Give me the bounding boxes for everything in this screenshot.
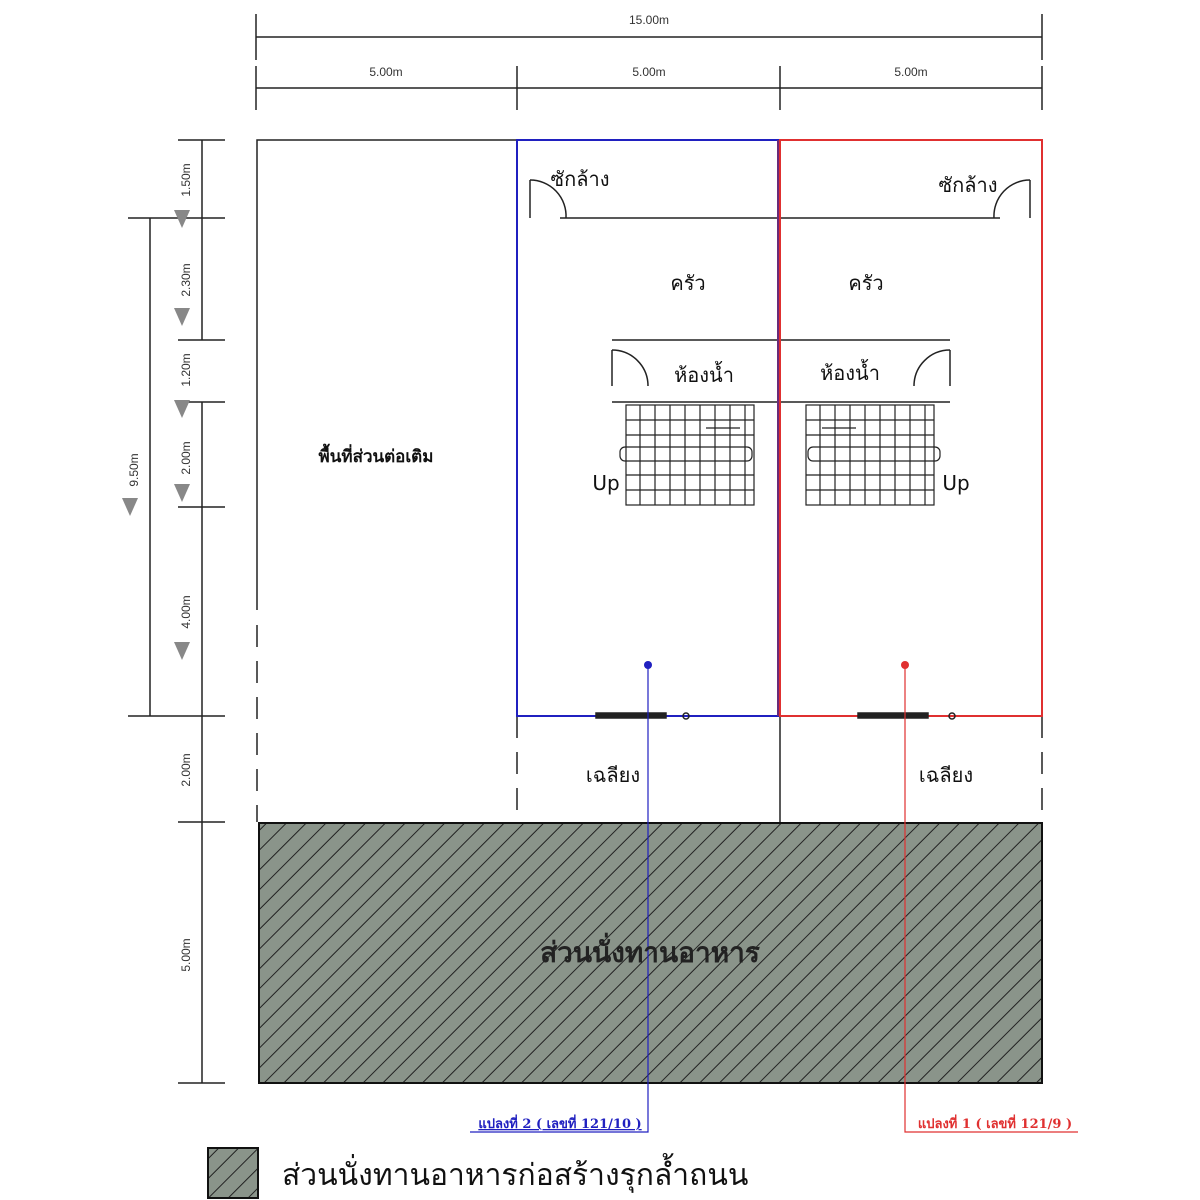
stairs-right-icon bbox=[805, 404, 941, 506]
kitchen-right-label: ครัว bbox=[848, 271, 883, 295]
dim-seg-4: 2.00m bbox=[179, 441, 193, 474]
kitchen-left-label: ครัว bbox=[670, 271, 705, 295]
legend-label: ส่วนนั่งทานอาหารก่อสร้างรุกล้ำถนน bbox=[282, 1153, 748, 1194]
dim-bay-1: 5.00m bbox=[369, 65, 402, 79]
laundry-right-label: ซักล้าง bbox=[939, 173, 998, 197]
dim-seg-1: 1.50m bbox=[179, 163, 193, 196]
plot-1-leader bbox=[904, 665, 1078, 1133]
plot-2-label: แปลงที่ 2 ( เลขที่ 121/10 ) bbox=[478, 1114, 641, 1132]
extension-walls bbox=[256, 139, 1043, 822]
dim-seg-2: 2.30m bbox=[179, 263, 193, 296]
legend-hatch-swatch bbox=[207, 1147, 259, 1199]
plot-2-boundary bbox=[516, 139, 781, 717]
stairs-left-icon bbox=[619, 404, 755, 506]
dim-total-width: 15.00m bbox=[629, 13, 669, 27]
plot-1-marker bbox=[901, 661, 909, 669]
plot-2-marker bbox=[644, 661, 652, 669]
bathroom-right-label: ห้องน้ำ bbox=[820, 359, 880, 385]
extension-area-label: พื้นที่ส่วนต่อเติม bbox=[319, 443, 434, 467]
porch-left-label: เฉลียง bbox=[586, 763, 640, 787]
stairs-right-label: Up bbox=[942, 471, 969, 495]
porch-right-label: เฉลียง bbox=[919, 763, 973, 787]
dim-seg-3: 1.20m bbox=[179, 353, 193, 386]
dim-dining: 5.00m bbox=[179, 938, 193, 971]
dim-porch: 2.00m bbox=[179, 753, 193, 786]
left-dimensions bbox=[128, 139, 225, 1084]
plot-2-leader bbox=[470, 665, 649, 1133]
dining-area-hatch bbox=[258, 822, 1043, 1084]
dim-depth-total: 9.50m bbox=[127, 453, 141, 486]
dining-area-label: ส่วนนั่งทานอาหาร bbox=[540, 932, 760, 969]
dim-bay-3: 5.00m bbox=[894, 65, 927, 79]
dim-bay-2: 5.00m bbox=[632, 65, 665, 79]
dim-seg-5: 4.00m bbox=[179, 595, 193, 628]
level-marker-icons bbox=[122, 210, 190, 660]
plot-1-label: แปลงที่ 1 ( เลขที่ 121/9 ) bbox=[918, 1114, 1072, 1132]
laundry-left-label: ซักล้าง bbox=[551, 167, 610, 191]
bathroom-left-label: ห้องน้ำ bbox=[674, 361, 734, 387]
door-icons bbox=[529, 179, 1031, 720]
top-dimensions bbox=[255, 14, 1043, 110]
plot-1-boundary bbox=[779, 139, 1043, 717]
stairs-left-label: Up bbox=[592, 471, 619, 495]
